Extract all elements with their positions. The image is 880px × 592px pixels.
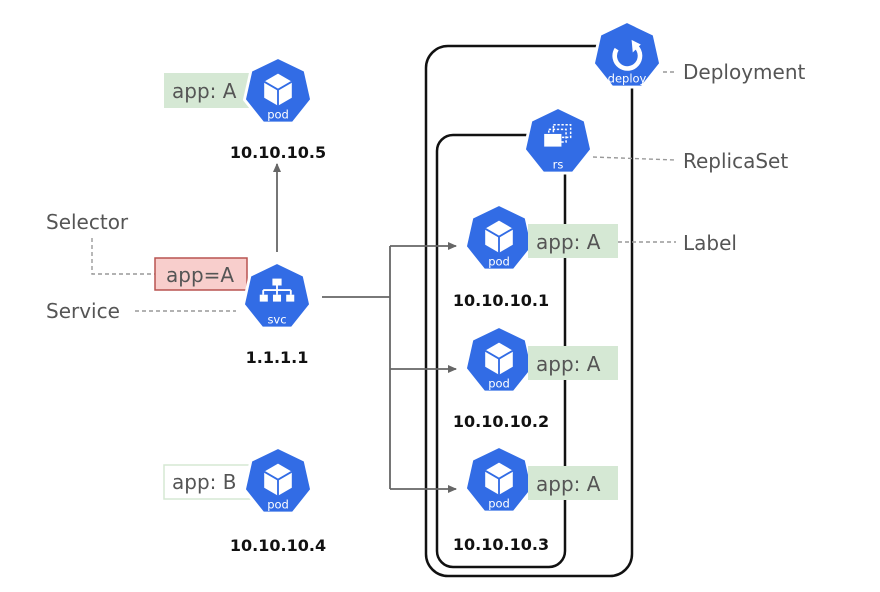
deploy-icon[interactable]: deploy bbox=[591, 20, 663, 89]
service-label: Service bbox=[46, 299, 120, 323]
replicaset-label: ReplicaSet bbox=[683, 149, 788, 173]
ip-address: 10.10.10.4 bbox=[230, 536, 326, 555]
pod-10-10-10-4[interactable]: app: B pod 10.10.10.4 bbox=[163, 446, 326, 556]
svc-icon: svc bbox=[241, 261, 313, 330]
label-tag-text: app: A bbox=[536, 230, 601, 254]
svg-text:rs: rs bbox=[553, 157, 564, 171]
pod-10-10-10-5[interactable]: app: A pod 10.10.10.5 bbox=[164, 56, 326, 163]
pod-icon: pod bbox=[463, 203, 535, 272]
selector-tag-text: app=A bbox=[166, 263, 234, 287]
pod-icon: pod bbox=[463, 445, 535, 514]
pod-10-10-10-2[interactable]: pod app: A 10.10.10.2 bbox=[453, 325, 618, 432]
pod-10-10-10-1[interactable]: pod app: A 10.10.10.1 bbox=[453, 203, 618, 311]
svg-text:svc: svc bbox=[267, 312, 286, 326]
label-tag bbox=[528, 224, 618, 258]
deployment-label: Deployment bbox=[683, 60, 805, 84]
label-tag-text: app: A bbox=[536, 352, 601, 376]
ip-address: 1.1.1.1 bbox=[246, 348, 309, 367]
svg-text:pod: pod bbox=[488, 376, 510, 390]
label-tag bbox=[528, 346, 618, 380]
label-tag-text: app: A bbox=[536, 472, 601, 496]
label-label: Label bbox=[683, 231, 737, 255]
svg-text:pod: pod bbox=[267, 497, 289, 511]
deployment-boundary bbox=[424, 44, 634, 578]
rs-icon[interactable]: rs bbox=[522, 106, 594, 175]
label-tag bbox=[528, 466, 618, 500]
ip-address: 10.10.10.5 bbox=[230, 143, 326, 162]
label-tag-text: app: B bbox=[172, 470, 236, 494]
selector-tag bbox=[154, 257, 248, 291]
ip-address: 10.10.10.2 bbox=[453, 412, 549, 431]
selector-label: Selector bbox=[46, 210, 129, 234]
pod-icon: pod bbox=[242, 446, 314, 515]
pod-icon: pod bbox=[242, 56, 314, 125]
label-tag bbox=[164, 73, 256, 108]
callout-lines bbox=[91, 71, 677, 312]
pod-icon: pod bbox=[463, 325, 535, 394]
label-tag bbox=[163, 464, 257, 500]
label-tag-text: app: A bbox=[172, 79, 237, 103]
ip-address: 10.10.10.1 bbox=[453, 291, 549, 310]
ip-address: 10.10.10.3 bbox=[453, 535, 549, 554]
svg-text:pod: pod bbox=[267, 107, 289, 121]
service-1-1-1-1[interactable]: app=A svc 1.1.1.1 bbox=[154, 257, 313, 367]
svg-text:deploy: deploy bbox=[608, 71, 647, 85]
pod-10-10-10-3[interactable]: pod app: A 10.10.10.3 bbox=[453, 445, 618, 555]
service-connections bbox=[273, 163, 457, 493]
svg-text:pod: pod bbox=[488, 496, 510, 510]
svg-text:pod: pod bbox=[488, 254, 510, 268]
